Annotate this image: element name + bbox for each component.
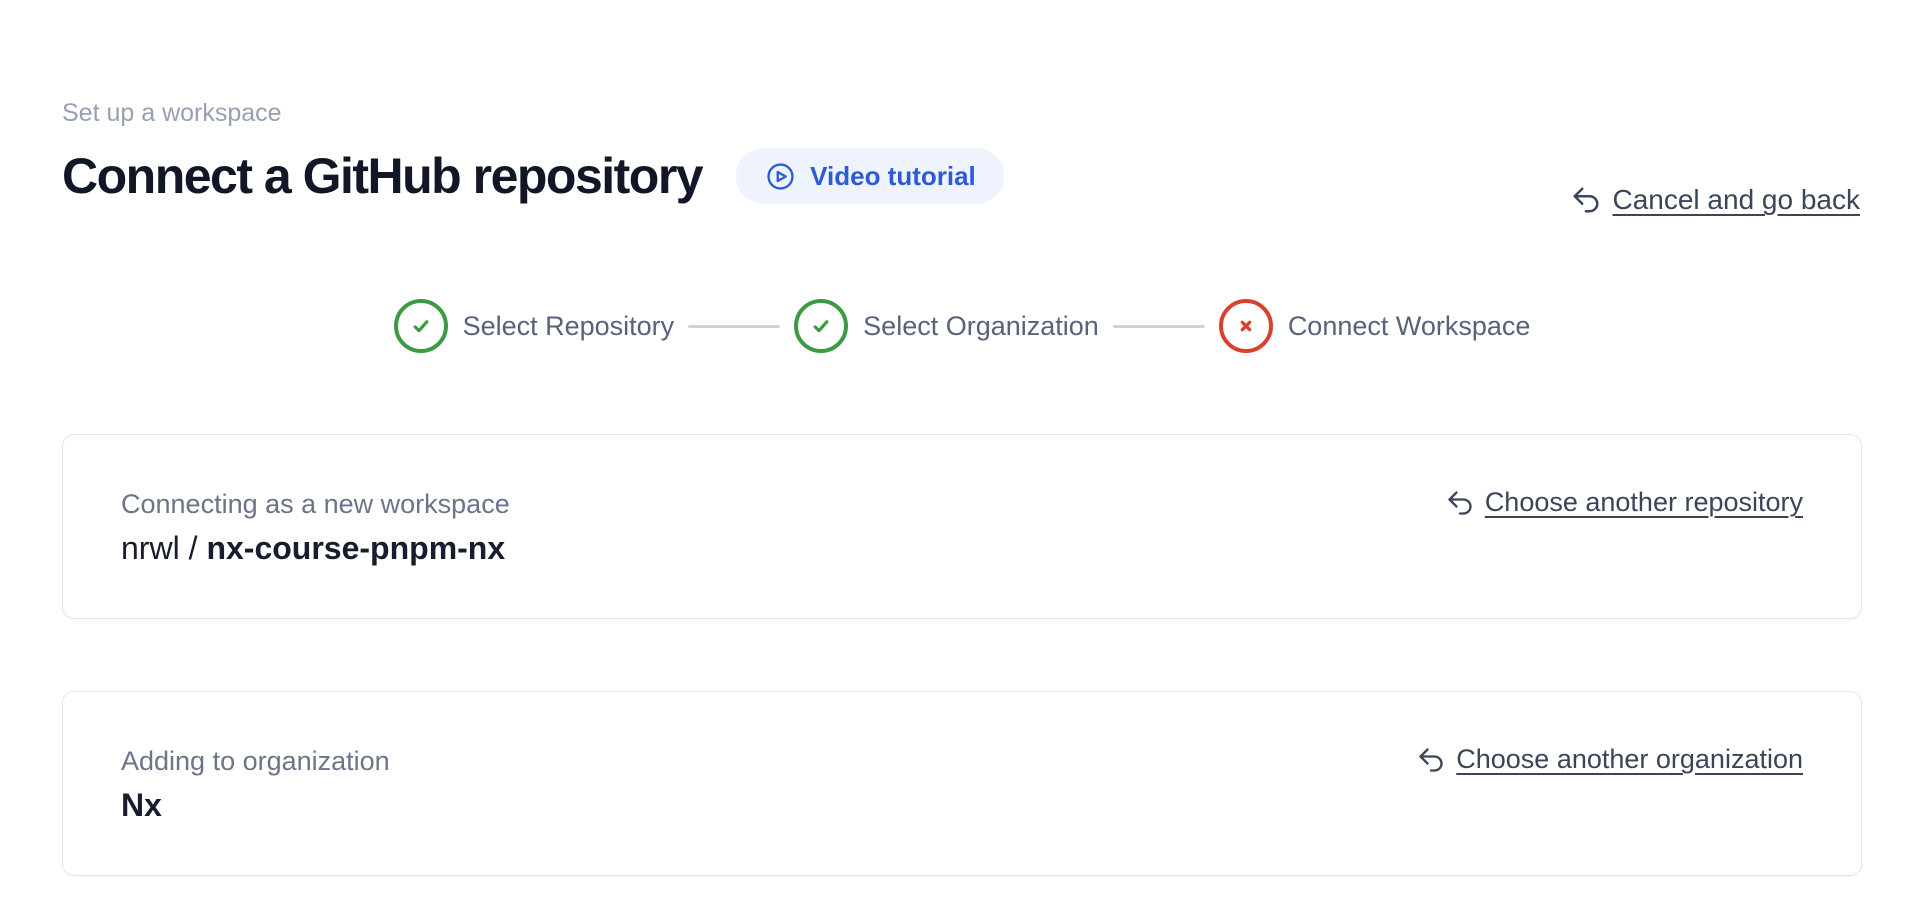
choose-another-repository-label: Choose another repository (1484, 487, 1803, 517)
organization-name-text: Nx (121, 787, 162, 823)
step-connect-workspace: Connect Workspace (1218, 299, 1531, 353)
video-tutorial-button[interactable]: Video tutorial (736, 148, 1004, 204)
check-circle-icon (393, 299, 448, 353)
undo-icon (1446, 489, 1474, 517)
cancel-and-go-back-link[interactable]: Cancel and go back (1571, 184, 1860, 216)
repository-card: Connecting as a new workspace nrwl /nx-c… (62, 434, 1862, 619)
repository-owner: nrwl / (121, 530, 198, 566)
organization-name: Nx (121, 785, 1801, 825)
page-title: Connect a GitHub repository (62, 148, 704, 204)
step-label-select-organization: Select Organization (863, 310, 1099, 341)
step-select-repository: Select Repository (393, 299, 675, 353)
setup-workspace-page: Cancel and go back Set up a workspace Co… (0, 98, 1924, 924)
stepper-connector (1112, 324, 1205, 328)
x-circle-icon (1218, 299, 1273, 353)
stepper-connector (688, 324, 781, 328)
repository-full-name: nrwl /nx-course-pnpm-nx (121, 528, 1801, 568)
repository-card-label: Connecting as a new workspace (121, 489, 510, 519)
choose-another-organization-label: Choose another organization (1456, 744, 1803, 774)
repository-name: nx-course-pnpm-nx (206, 530, 506, 566)
play-circle-icon (764, 160, 797, 193)
video-tutorial-label: Video tutorial (810, 160, 976, 191)
check-circle-icon (794, 299, 849, 353)
organization-card: Adding to organization Nx Choose another… (62, 691, 1862, 876)
step-label-select-repository: Select Repository (462, 310, 675, 341)
undo-icon (1417, 746, 1445, 774)
step-label-connect-workspace: Connect Workspace (1287, 310, 1531, 341)
title-row: Connect a GitHub repository Video tutori… (62, 145, 1862, 207)
choose-another-repository-link[interactable]: Choose another repository (1446, 487, 1803, 518)
undo-icon (1571, 185, 1601, 215)
eyebrow-set-up-a-workspace: Set up a workspace (62, 99, 282, 127)
step-select-organization: Select Organization (794, 299, 1099, 353)
organization-card-label: Adding to organization (121, 746, 390, 776)
stepper: Select Repository Select Organization Co… (62, 299, 1862, 353)
choose-another-organization-link[interactable]: Choose another organization (1417, 744, 1803, 775)
cancel-link-label: Cancel and go back (1612, 184, 1860, 215)
